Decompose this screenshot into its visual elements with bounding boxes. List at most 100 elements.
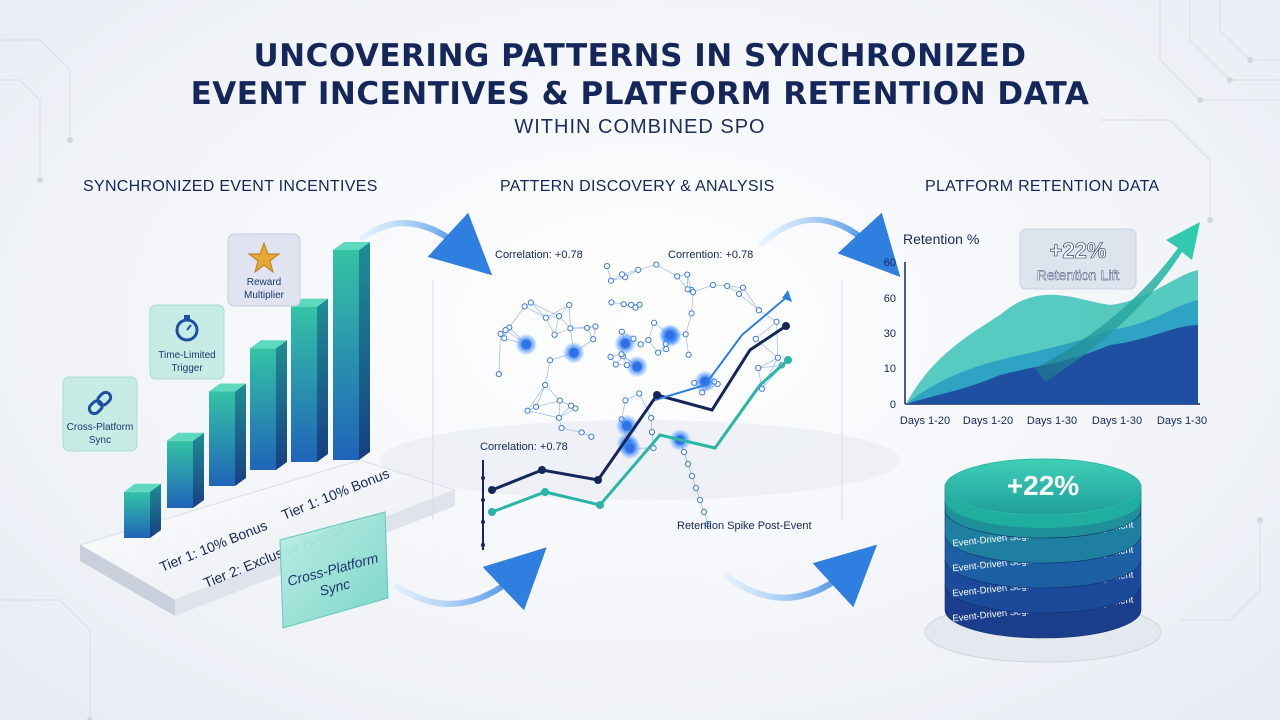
network-node	[752, 335, 759, 343]
x-tick-label: Days 1-20	[963, 415, 1013, 427]
network-node	[501, 335, 508, 342]
network-node	[592, 323, 599, 330]
incentive-bar	[209, 383, 246, 486]
network-node	[521, 339, 532, 350]
flow-arrow-bottom-right	[723, 544, 878, 608]
network-node	[674, 273, 681, 280]
network-node	[495, 370, 502, 378]
network-node	[663, 346, 670, 353]
card-reward-line1: Reward	[247, 277, 281, 288]
network-node	[700, 508, 708, 516]
network-node	[532, 403, 540, 410]
network-node	[632, 361, 643, 372]
incentive-bar	[333, 242, 370, 460]
incentive-bars	[124, 242, 370, 538]
network-node	[555, 313, 563, 320]
network-node	[568, 402, 575, 409]
y-tick-label: 0	[890, 399, 896, 411]
retention-cylinder: Event-Driven Segment: +15% EngagementEve…	[924, 458, 1162, 663]
card-cross-platform-line1: Cross-Platform	[67, 422, 134, 433]
lift-arrow	[1035, 222, 1200, 382]
card-reward-line2: Multiplier	[244, 290, 285, 301]
network-node	[607, 353, 614, 360]
card-time-limited-line1: Time-Limited	[158, 350, 215, 361]
sync-panel-line2: Sync	[318, 575, 352, 599]
card-cross-platform-line2: Sync	[89, 435, 111, 446]
subtitle: WITHIN COMBINED SPO	[514, 116, 766, 138]
network-node	[704, 520, 712, 528]
network-node	[527, 299, 534, 306]
network-node	[636, 301, 643, 308]
network-node	[735, 290, 743, 297]
incentive-bar	[291, 298, 328, 462]
network-node	[567, 325, 574, 332]
card-time-limited-line2: Trigger	[171, 363, 203, 374]
network-node	[635, 266, 642, 273]
network-node	[689, 288, 697, 296]
network-node	[645, 336, 652, 344]
network-node	[572, 405, 579, 412]
network-node	[682, 331, 689, 338]
network-node	[724, 282, 731, 290]
network-node	[680, 448, 688, 456]
network-node	[739, 284, 747, 291]
x-tick-label: Days 1-20	[900, 415, 950, 427]
network-node	[653, 261, 660, 268]
x-tick-label: Days 1-30	[1157, 415, 1207, 427]
section-title-incentives: SYNCHRONIZED EVENT INCENTIVES	[83, 178, 378, 195]
network-node	[524, 407, 531, 414]
network-node	[620, 301, 627, 308]
cylinder-value: +22%	[1007, 470, 1079, 501]
incentive-bar	[124, 483, 161, 538]
network-node	[684, 271, 691, 278]
network-node	[590, 336, 597, 343]
network-node	[568, 347, 579, 358]
flow-arrow-top-right	[757, 212, 901, 278]
network-node	[622, 397, 629, 404]
network-node	[650, 444, 657, 452]
network-node	[655, 349, 662, 356]
network-node	[685, 351, 692, 358]
network-node	[558, 424, 565, 432]
network-node	[696, 496, 704, 504]
badge-value: +22%	[1050, 238, 1107, 263]
network-node	[502, 327, 509, 334]
chain-link-icon	[87, 390, 113, 416]
incentive-bar	[250, 340, 287, 470]
network-node	[636, 390, 643, 397]
network-nodes	[495, 261, 785, 528]
network-node	[630, 335, 637, 342]
flow-arrow-bottom-left	[393, 547, 547, 611]
star-icon	[247, 241, 281, 274]
network-node	[648, 414, 655, 421]
correlation-label-1: Correlation: +0.78	[495, 249, 583, 261]
network-node	[542, 314, 550, 321]
network-node	[632, 304, 639, 311]
card-time-limited: Time-Limited Trigger	[149, 304, 225, 380]
title-line-1: UNCOVERING PATTERNS IN SYNCHRONIZED	[253, 38, 1027, 74]
network-node	[608, 299, 615, 306]
card-reward-multiplier: Reward Multiplier	[227, 233, 301, 307]
network-node	[688, 310, 695, 317]
network-node	[603, 262, 611, 270]
network-node	[684, 286, 691, 293]
sync-panel: Cross-Platform Sync	[279, 511, 389, 629]
teal-trend-line	[491, 358, 789, 514]
network-node	[773, 318, 780, 325]
section-title-retention: PLATFORM RETENTION DATA	[925, 178, 1160, 195]
retention-spike-label: Retention Spike Post-Event	[677, 520, 812, 532]
network-node	[684, 460, 692, 468]
network-node	[607, 277, 615, 284]
cylinder-layers: Event-Driven Segment: +15% EngagementEve…	[944, 484, 1142, 639]
correlation-label-2: Corrention: +0.78	[668, 249, 753, 261]
retention-lift-badge: +22% Retention Lift	[1019, 228, 1137, 290]
x-tick-label: Days 1-30	[1027, 415, 1077, 427]
network-node	[497, 330, 504, 338]
network-node	[692, 484, 700, 492]
correlation-line-chart	[481, 290, 792, 550]
